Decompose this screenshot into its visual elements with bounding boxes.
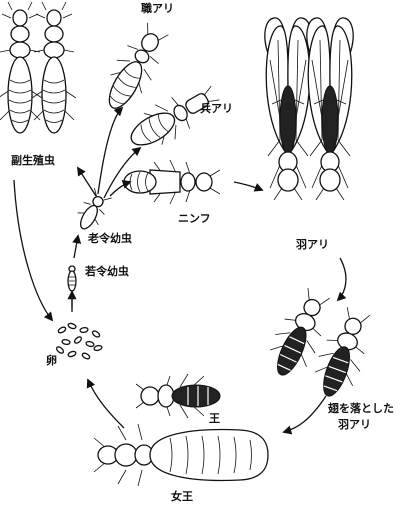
queen-figure — [94, 424, 268, 486]
young-larva-figure — [68, 266, 76, 291]
arrow-to-dealates — [338, 258, 346, 300]
label-older-larva: 老令幼虫 — [88, 232, 132, 245]
label-egg: 卵 — [46, 354, 57, 367]
nymph-figure — [124, 160, 220, 204]
king-figure — [136, 374, 220, 418]
dealates-figure — [261, 284, 379, 404]
older-larva-figure — [72, 187, 113, 235]
soldier-figure — [122, 76, 225, 159]
winged-alates-figure — [265, 18, 353, 200]
label-dealate-line1: 翅を落とした — [328, 402, 394, 415]
arrow-to-winged — [234, 182, 262, 190]
label-secondary-reproductive: 副生殖虫 — [11, 154, 55, 167]
label-winged: 羽アリ — [296, 238, 329, 251]
label-nymph: ニンフ — [178, 212, 211, 225]
label-king: 王 — [209, 412, 220, 425]
label-queen: 女王 — [171, 490, 193, 503]
arrow-young-to-older-larva — [74, 236, 78, 258]
eggs-figure — [55, 322, 102, 360]
arrow-to-queen — [284, 396, 326, 432]
arrow-to-worker — [98, 108, 122, 194]
label-dealate-line2: 羽アリ — [338, 418, 371, 431]
label-young-larva: 若令幼虫 — [85, 265, 129, 278]
arrow-to-secondary-reproductive — [78, 168, 96, 196]
arrow-secondary-to-eggs — [14, 180, 52, 320]
secondary-reproductive-figure — [0, 2, 76, 133]
label-worker: 職アリ — [141, 2, 174, 15]
arrow-to-eggs — [88, 380, 124, 428]
label-soldier: 兵アリ — [200, 102, 233, 115]
worker-figure — [95, 19, 175, 118]
